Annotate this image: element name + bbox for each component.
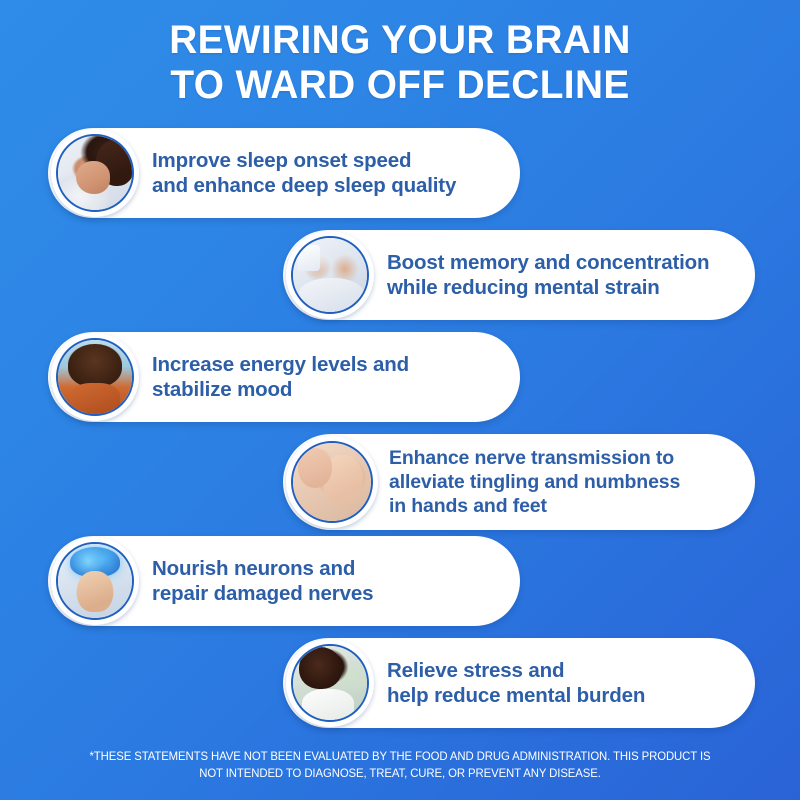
- benefit-text-5-line-2: repair damaged nerves: [152, 582, 374, 605]
- foot-massage-photo: [291, 441, 373, 523]
- benefit-row-3: Increase energy levels and stabilize moo…: [0, 332, 800, 432]
- benefit-text-4-line-1: Enhance nerve transmission to: [389, 447, 674, 469]
- woman-with-mug-photo: [291, 644, 369, 722]
- benefit-text-3-line-2: stabilize mood: [152, 378, 293, 401]
- benefit-text-1-line-1: Improve sleep onset speed: [152, 149, 412, 172]
- benefit-list: Improve sleep onset speed and enhance de…: [0, 128, 800, 740]
- benefit-text-6: Relieve stress and help reduce mental bu…: [387, 658, 645, 708]
- benefit-card-2[interactable]: Boost memory and concentration while red…: [283, 230, 755, 320]
- benefit-text-2: Boost memory and concentration while red…: [387, 250, 710, 300]
- benefit-text-5: Nourish neurons and repair damaged nerve…: [152, 556, 373, 606]
- avatar-6: [286, 639, 374, 727]
- page-title: REWIRING YOUR BRAIN TO WARD OFF DECLINE: [0, 18, 800, 108]
- benefit-text-1: Improve sleep onset speed and enhance de…: [152, 148, 456, 198]
- benefit-text-4-line-2: alleviate tingling and numbness: [389, 471, 681, 493]
- avatar-4: [286, 436, 378, 528]
- benefit-text-1-line-2: and enhance deep sleep quality: [152, 174, 457, 197]
- benefit-text-3: Increase energy levels and stabilize moo…: [152, 352, 409, 402]
- senior-couple-reading-photo: [291, 236, 369, 314]
- avatar-2: [286, 231, 374, 319]
- fda-disclaimer: *THESE STATEMENTS HAVE NOT BEEN EVALUATE…: [0, 748, 800, 782]
- benefit-text-2-line-2: while reducing mental strain: [387, 276, 660, 299]
- benefit-text-5-line-1: Nourish neurons and: [152, 557, 356, 580]
- benefit-row-6: Relieve stress and help reduce mental bu…: [0, 638, 800, 738]
- benefit-card-3[interactable]: Increase energy levels and stabilize moo…: [48, 332, 520, 422]
- fda-disclaimer-line-2: NOT INTENDED TO DIAGNOSE, TREAT, CURE, O…: [199, 767, 601, 780]
- page-title-line-1: REWIRING YOUR BRAIN: [169, 18, 631, 62]
- benefit-row-5: Nourish neurons and repair damaged nerve…: [0, 536, 800, 636]
- avatar-3: [51, 333, 139, 421]
- benefit-text-6-line-2: help reduce mental burden: [387, 684, 646, 707]
- benefit-text-4: Enhance nerve transmission to alleviate …: [389, 446, 680, 518]
- benefit-row-4: Enhance nerve transmission to alleviate …: [0, 434, 800, 534]
- avatar-5: [51, 537, 139, 625]
- fda-disclaimer-line-1: *THESE STATEMENTS HAVE NOT BEEN EVALUATE…: [89, 750, 711, 763]
- joyful-woman-beach-photo: [56, 338, 134, 416]
- benefit-text-2-line-1: Boost memory and concentration: [387, 251, 710, 274]
- benefit-card-6[interactable]: Relieve stress and help reduce mental bu…: [283, 638, 755, 728]
- benefit-card-4[interactable]: Enhance nerve transmission to alleviate …: [283, 434, 755, 530]
- benefit-card-1[interactable]: Improve sleep onset speed and enhance de…: [48, 128, 520, 218]
- benefit-text-3-line-1: Increase energy levels and: [152, 353, 410, 376]
- benefit-row-1: Improve sleep onset speed and enhance de…: [0, 128, 800, 228]
- benefit-row-2: Boost memory and concentration while red…: [0, 230, 800, 330]
- benefit-card-5[interactable]: Nourish neurons and repair damaged nerve…: [48, 536, 520, 626]
- page-title-line-2: TO WARD OFF DECLINE: [170, 63, 630, 107]
- benefit-text-4-line-3: in hands and feet: [389, 495, 547, 517]
- sleeping-woman-photo: [56, 134, 134, 212]
- woman-glowing-brain-photo: [56, 542, 134, 620]
- benefit-text-6-line-1: Relieve stress and: [387, 659, 565, 682]
- avatar-1: [51, 129, 139, 217]
